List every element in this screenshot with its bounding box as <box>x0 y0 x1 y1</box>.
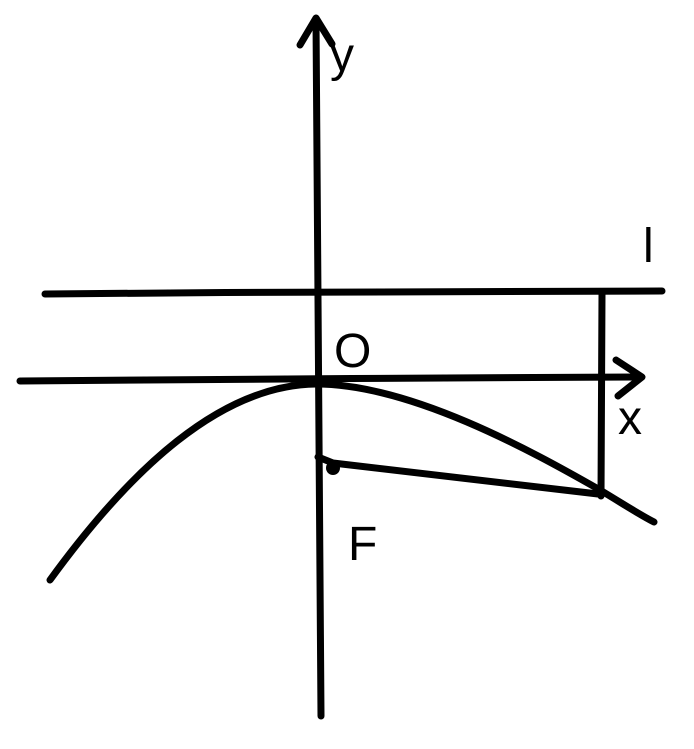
y-axis-label: y <box>330 29 354 82</box>
origin-label: O <box>334 325 371 378</box>
perpendicular-segment <box>597 290 606 500</box>
focus-point <box>326 461 340 475</box>
x-axis-label: x <box>618 392 642 445</box>
y-axis <box>312 16 325 720</box>
x-axis <box>16 373 644 385</box>
line-label: l <box>643 220 654 273</box>
focus-label: F <box>348 518 377 571</box>
x-axis-arrowhead <box>612 356 646 400</box>
y-axis-arrowhead <box>296 14 336 49</box>
directrix-line <box>41 287 666 298</box>
